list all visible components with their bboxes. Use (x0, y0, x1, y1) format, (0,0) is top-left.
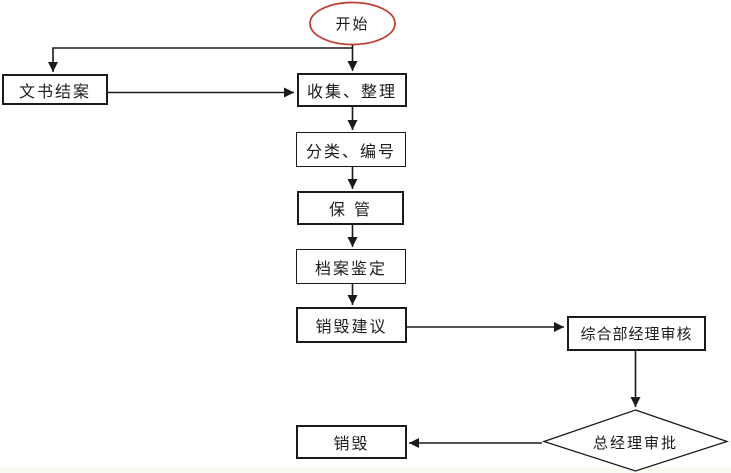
node-destruction-proposal: 销毁建议 (296, 307, 407, 343)
node-classify-number: 分类、编号 (296, 132, 406, 167)
decision-diamond (541, 409, 730, 472)
node-general-manager-approval-label: 总经理审批 (592, 433, 678, 452)
node-storage: 保 管 (297, 191, 404, 225)
node-general-dept-manager-review: 综合部经理审核 (567, 316, 706, 351)
node-document-closing: 文书结案 (2, 74, 108, 105)
bottom-scan-tint (0, 467, 731, 473)
node-archive-appraisal: 档案鉴定 (296, 249, 406, 284)
node-destruction: 销毁 (296, 425, 407, 459)
node-start-label: 开始 (335, 15, 370, 33)
start-ellipse (309, 1, 396, 46)
node-collect-organize: 收集、整理 (297, 73, 407, 107)
connector-start-document-closing (48, 47, 353, 72)
